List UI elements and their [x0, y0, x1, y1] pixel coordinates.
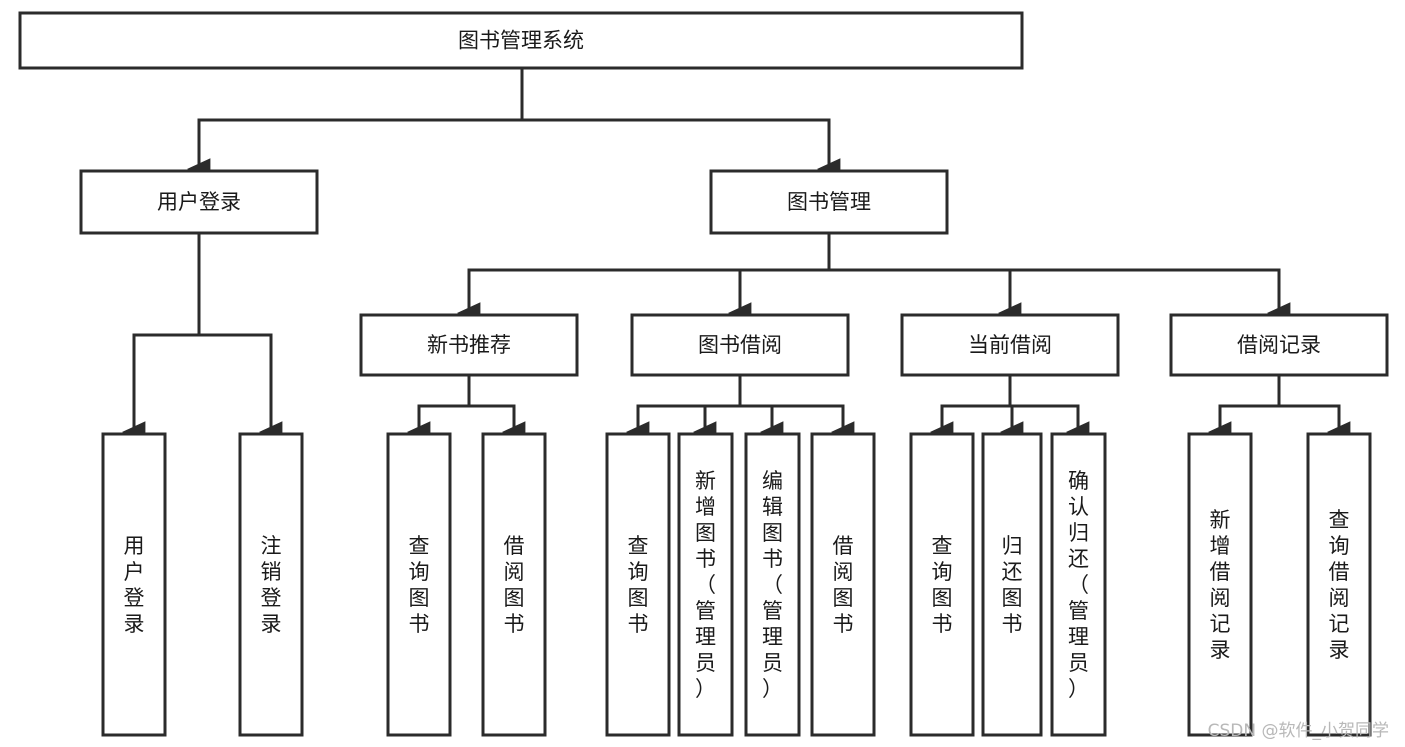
node-box-leaf-add-book-admin [677, 432, 734, 737]
node-label-leaf-add-borrow-record: 新增借阅记录 [1210, 508, 1231, 662]
node-leaf-query-borrow-record[interactable]: 查询借阅记录 [1306, 432, 1372, 737]
node-box-leaf-logout-login [238, 432, 304, 737]
node-label-leaf-query-book-1: 查询图书 [409, 534, 430, 636]
node-box-leaf-query-book-2 [605, 432, 671, 737]
node-label-leaf-borrow-book-1: 借阅图书 [504, 534, 525, 636]
node-label-leaf-query-borrow-record: 查询借阅记录 [1329, 508, 1350, 662]
node-box-leaf-user-login [101, 432, 167, 737]
node-box-leaf-return-book [981, 432, 1043, 737]
node-label-new-book-recommend: 新书推荐 [427, 333, 511, 357]
node-box-leaf-add-borrow-record [1187, 432, 1253, 737]
node-leaf-borrow-book-1[interactable]: 借阅图书 [481, 432, 547, 737]
node-label-leaf-edit-book-admin: 编辑图书（管理员） [762, 469, 783, 701]
node-label-book-manage: 图书管理 [787, 190, 871, 214]
node-label-current-borrow: 当前借阅 [968, 333, 1052, 357]
node-box-root [18, 11, 1024, 70]
node-label-leaf-logout-login: 注销登录 [261, 534, 282, 636]
node-label-leaf-query-book-3: 查询图书 [932, 534, 953, 636]
node-label-leaf-borrow-book-2: 借阅图书 [833, 534, 854, 636]
node-root[interactable]: 图书管理系统 [18, 11, 1024, 70]
node-box-leaf-borrow-book-2 [810, 432, 876, 737]
node-box-leaf-query-book-3 [909, 432, 975, 737]
node-box-borrow-record [1169, 313, 1389, 377]
node-label-leaf-user-login: 用户登录 [124, 534, 145, 636]
node-leaf-logout-login[interactable]: 注销登录 [238, 432, 304, 737]
node-label-book-borrow: 图书借阅 [698, 333, 782, 357]
node-label-leaf-query-book-2: 查询图书 [628, 534, 649, 636]
node-leaf-add-borrow-record[interactable]: 新增借阅记录 [1187, 432, 1253, 737]
node-user-login[interactable]: 用户登录 [79, 169, 319, 235]
node-box-user-login [79, 169, 319, 235]
node-book-borrow[interactable]: 图书借阅 [630, 313, 850, 377]
node-label-leaf-confirm-return-admin: 确认归还（管理员） [1068, 469, 1089, 701]
node-label-user-login: 用户登录 [157, 190, 241, 214]
node-leaf-query-book-3[interactable]: 查询图书 [909, 432, 975, 737]
node-leaf-add-book-admin[interactable]: 新增图书（管理员） [677, 432, 734, 737]
node-leaf-confirm-return-admin[interactable]: 确认归还（管理员） [1050, 432, 1107, 737]
node-label-root: 图书管理系统 [458, 29, 584, 53]
node-box-book-manage [709, 169, 949, 235]
node-label-leaf-return-book: 归还图书 [1002, 534, 1023, 636]
node-label-borrow-record: 借阅记录 [1237, 333, 1321, 357]
node-leaf-user-login[interactable]: 用户登录 [101, 432, 167, 737]
node-leaf-return-book[interactable]: 归还图书 [981, 432, 1043, 737]
node-book-manage[interactable]: 图书管理 [709, 169, 949, 235]
node-new-book-recommend[interactable]: 新书推荐 [359, 313, 579, 377]
node-box-leaf-borrow-book-1 [481, 432, 547, 737]
node-box-book-borrow [630, 313, 850, 377]
node-layer: 图书管理系统用户登录图书管理新书推荐图书借阅当前借阅借阅记录用户登录注销登录查询… [18, 11, 1389, 737]
node-leaf-query-book-2[interactable]: 查询图书 [605, 432, 671, 737]
watermark-text: CSDN @软件_小贺同学 [1207, 721, 1389, 741]
node-leaf-query-book-1[interactable]: 查询图书 [386, 432, 452, 737]
node-leaf-borrow-book-2[interactable]: 借阅图书 [810, 432, 876, 737]
node-box-leaf-edit-book-admin [744, 432, 801, 737]
connector-layer [122, 66, 1351, 443]
node-box-new-book-recommend [359, 313, 579, 377]
node-borrow-record[interactable]: 借阅记录 [1169, 313, 1389, 377]
node-current-borrow[interactable]: 当前借阅 [900, 313, 1120, 377]
node-leaf-edit-book-admin[interactable]: 编辑图书（管理员） [744, 432, 801, 737]
node-box-current-borrow [900, 313, 1120, 377]
node-box-leaf-query-borrow-record [1306, 432, 1372, 737]
node-label-leaf-add-book-admin: 新增图书（管理员） [695, 469, 716, 701]
node-box-leaf-query-book-1 [386, 432, 452, 737]
node-box-leaf-confirm-return-admin [1050, 432, 1107, 737]
